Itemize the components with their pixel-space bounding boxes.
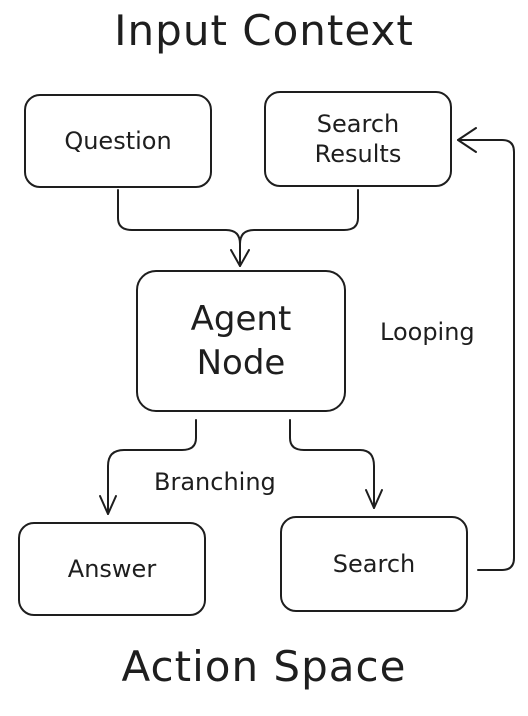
edge-agent-to-search [289, 419, 375, 509]
search-results-node[interactable]: Search Results [264, 91, 452, 187]
branching-label: Branching [154, 468, 276, 496]
arrowhead-results [457, 127, 477, 153]
looping-label: Looping [380, 318, 475, 346]
agent-node-label: Agent Node [190, 298, 292, 383]
edge-agent-to-answer [107, 419, 197, 515]
edge-search-results-to-agent [239, 189, 359, 245]
title-action-space: Action Space [121, 642, 407, 691]
agent-node[interactable]: Agent Node [136, 270, 346, 412]
answer-node[interactable]: Answer [18, 522, 206, 616]
search-node[interactable]: Search [280, 516, 468, 612]
question-node[interactable]: Question [24, 94, 212, 188]
question-label: Question [64, 127, 172, 155]
arrowhead-search [365, 489, 383, 509]
edge-loop-search-to-results [457, 139, 515, 571]
edge-question-to-agent [117, 189, 241, 267]
search-results-label: Search Results [314, 110, 402, 168]
arrowhead-agent [230, 249, 250, 267]
search-label: Search [332, 550, 416, 578]
answer-label: Answer [67, 555, 157, 583]
arrowhead-answer [99, 495, 117, 515]
title-input-context: Input Context [114, 6, 414, 55]
